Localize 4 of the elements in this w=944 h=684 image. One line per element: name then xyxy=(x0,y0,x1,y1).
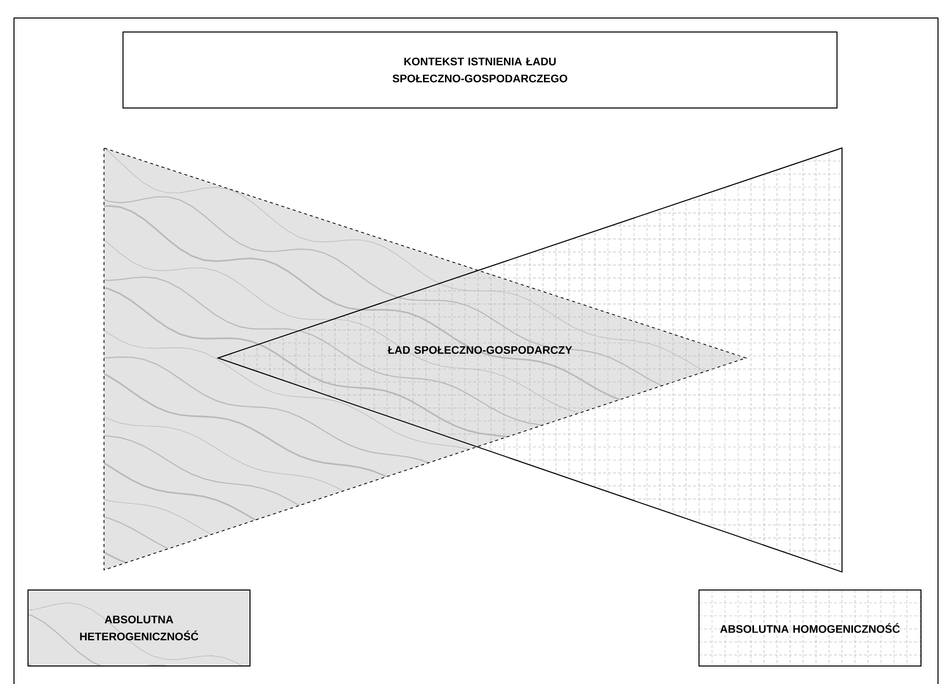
legend-box: ABSOLUTNA HOMOGENICZNOŚĆ xyxy=(698,589,922,666)
legend-box: ABSOLUTNA HETEROGENICZNOŚĆ xyxy=(28,589,250,666)
heading-box: KONTEKST ISTNIENIA ŁADU SPOŁECZNO-GOSPODARCZEGO xyxy=(122,31,838,108)
center-label: ŁAD SPOŁECZNO-GOSPODARCZY xyxy=(388,346,572,354)
